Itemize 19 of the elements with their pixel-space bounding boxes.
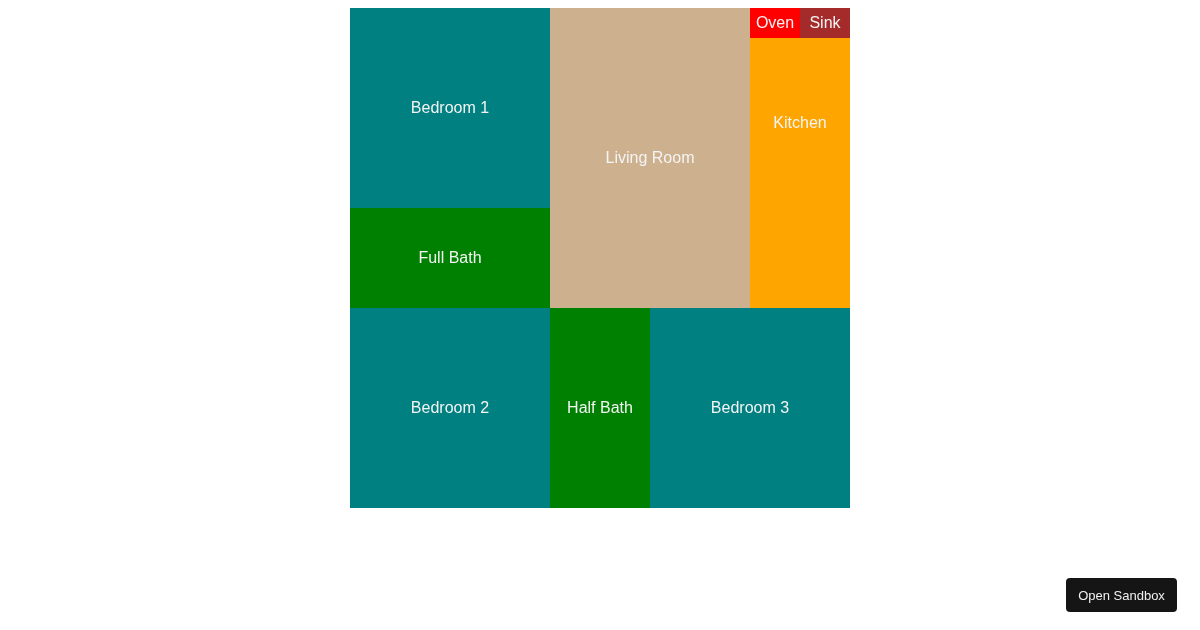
bedroom-area bbox=[350, 8, 550, 208]
room-label: Full Bath bbox=[418, 249, 482, 267]
room-label: Kitchen bbox=[773, 114, 827, 132]
room-label: Oven bbox=[755, 14, 795, 32]
bathroom-area bbox=[550, 308, 650, 508]
room-label: Bedroom 1 bbox=[410, 99, 490, 117]
room-label: Bedroom 3 bbox=[710, 399, 790, 417]
sink-area bbox=[800, 8, 850, 38]
living-room-area bbox=[550, 8, 750, 308]
room-label: Living Room bbox=[605, 149, 695, 167]
bedroom-area bbox=[650, 308, 850, 508]
oven-area bbox=[750, 8, 800, 38]
room-label: Sink bbox=[809, 14, 841, 32]
kitchen-area bbox=[750, 38, 850, 308]
bathroom-area bbox=[350, 208, 550, 308]
room-label: Bedroom 2 bbox=[410, 399, 490, 417]
room-label: Half Bath bbox=[567, 399, 633, 417]
bedroom-area bbox=[350, 308, 550, 508]
open-button: Open Sandbox bbox=[1066, 578, 1177, 612]
